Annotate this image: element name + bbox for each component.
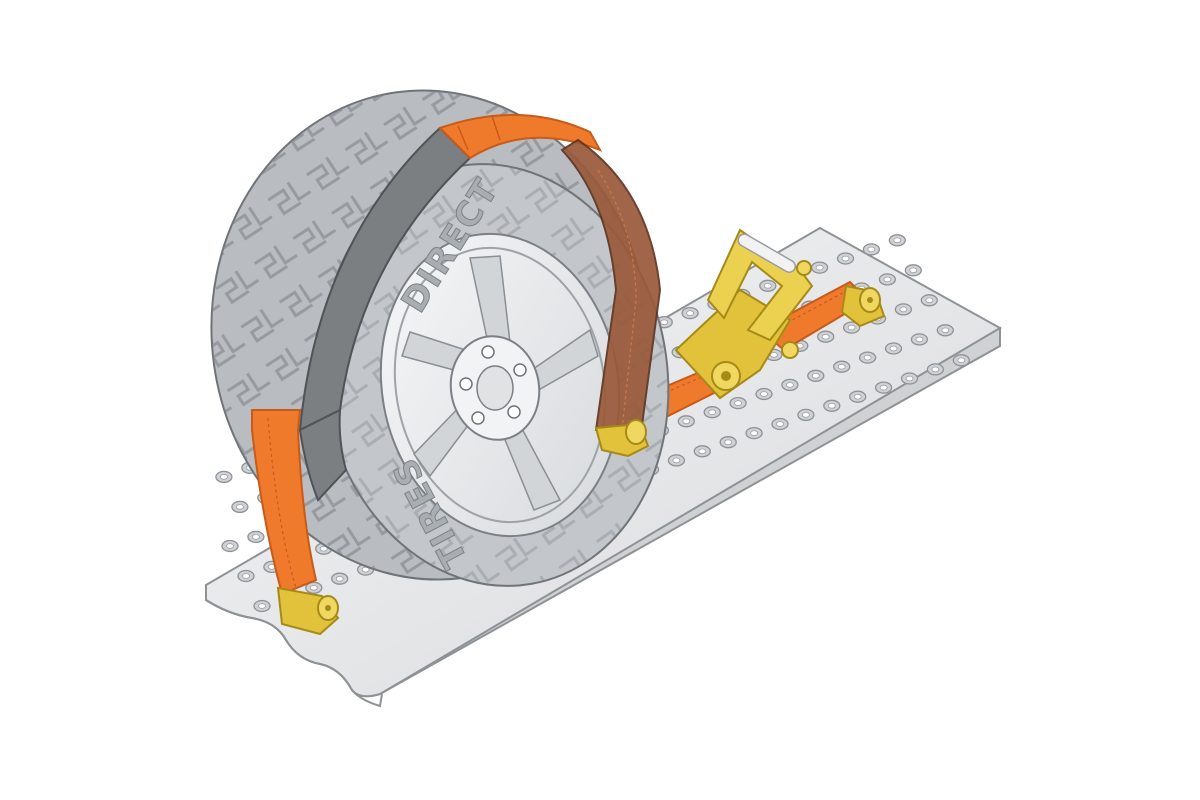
rail-hole-center [672,457,681,464]
rail-hole-center [319,545,328,552]
strap-left-drop [251,409,318,596]
rail-hole-center [925,297,934,304]
rail-hole-center [893,237,902,244]
rail-hole-center [821,333,830,340]
rail-hole-center [235,504,244,510]
rail-hole-center [889,345,898,352]
rail-hole-center [750,430,758,436]
rail-hole-center [841,255,850,262]
rail-hole-center [883,276,892,283]
rail-hole-center [242,573,250,579]
rail-hole-center [776,421,784,427]
rail-hole-center [335,575,344,582]
rail-hole-center [770,352,778,358]
handle-grip [737,233,796,273]
rail-hole-center [802,412,810,418]
rail-hole-center [682,418,691,425]
front-strap [251,113,662,596]
lug-nuts [459,345,527,425]
rail-hole-center [827,402,836,409]
rail-hole-center [309,584,318,591]
rail-hole-center [879,384,888,391]
rail-scalloped-edge [205,599,383,708]
rail-hole-center [941,327,950,334]
strap-top [438,113,603,160]
anchor-bracket-rear [594,419,650,458]
rail-hole-center [258,603,266,609]
anchor-bracket-end [840,284,886,328]
rail-hole-center [899,306,908,313]
ratchet-buckle [674,228,814,400]
rail-hole-center [251,534,260,540]
rail-hole-center [763,282,772,289]
anchor-bracket-front [276,586,340,636]
rail-hole-center [815,264,824,271]
rail-hole-center [909,267,918,274]
rail-hole-center [811,372,820,379]
rail-hole-center [760,391,768,397]
rail-hole-center [847,324,856,331]
tire: DIRECT TIRES [210,89,670,587]
rail-hole-center [786,382,794,388]
rail-hole-center [226,543,234,549]
rail-hole-center [660,319,669,326]
rail-hole-center [867,246,876,253]
rail-hole-center [863,354,872,361]
rail-hole-center [724,439,733,446]
rail-hole-center [708,409,717,416]
rail-hole-center [957,357,966,364]
rail-hole-center [905,375,914,382]
rail-hole-center [915,336,924,343]
rail-hole-center [931,366,940,373]
rail-hole-center [219,474,228,480]
rail-hole-center [698,448,707,455]
rail-hole-center [853,393,862,400]
rail-hole-center [734,400,742,406]
rail-hole-center [686,310,694,316]
rail-hole-center [837,363,846,370]
